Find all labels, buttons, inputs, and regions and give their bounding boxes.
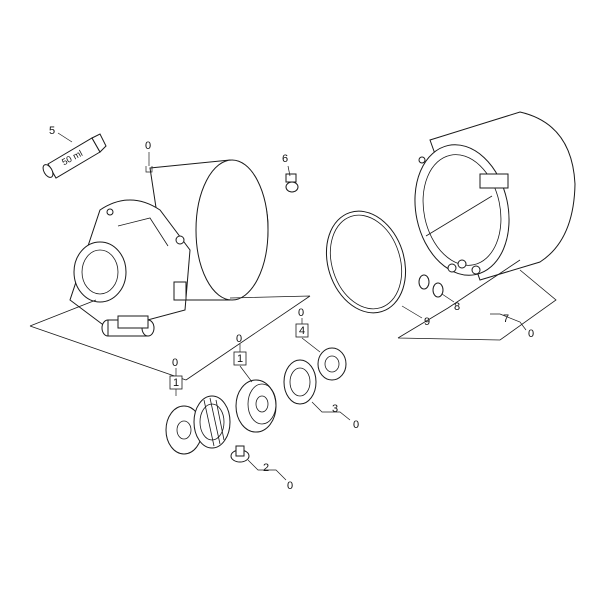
callout-box-1-mid: [233, 351, 247, 366]
callout-box-4: [295, 323, 309, 338]
callout-0-3: 0: [353, 419, 359, 431]
o-ring-seal[interactable]: [314, 201, 418, 323]
ball-bearing[interactable]: [283, 359, 317, 405]
callout-0-motor: 0: [145, 140, 151, 152]
callout-0-head: 0: [528, 328, 534, 340]
callout-0-2: 0: [287, 480, 293, 492]
callout-2: 2: [263, 462, 269, 474]
motor-housing[interactable]: [69, 159, 269, 337]
screw[interactable]: [285, 173, 299, 193]
callout-7: 7: [503, 313, 509, 325]
seal-ring[interactable]: [317, 347, 347, 381]
callout-9: 9: [424, 316, 430, 328]
callout-8: 8: [454, 301, 460, 313]
callout-0-left: 0: [172, 357, 178, 369]
grease-tube[interactable]: 50 ml: [41, 133, 107, 179]
callout-1-left: 1: [173, 377, 179, 389]
needle-bearing[interactable]: [193, 395, 231, 449]
bearing-flange[interactable]: [235, 379, 277, 433]
callout-1-mid: 1: [237, 353, 243, 365]
flat-washer[interactable]: [165, 405, 203, 455]
shaft-bolt[interactable]: [230, 445, 250, 463]
small-o-rings[interactable]: [418, 274, 444, 298]
callout-0-top: 0: [298, 307, 304, 319]
callout-5: 5: [49, 125, 55, 137]
pump-head[interactable]: [403, 111, 576, 284]
callout-6: 6: [282, 153, 288, 165]
callout-3: 3: [332, 403, 338, 415]
callout-4: 4: [299, 325, 305, 337]
callout-0-mid: 0: [236, 333, 242, 345]
